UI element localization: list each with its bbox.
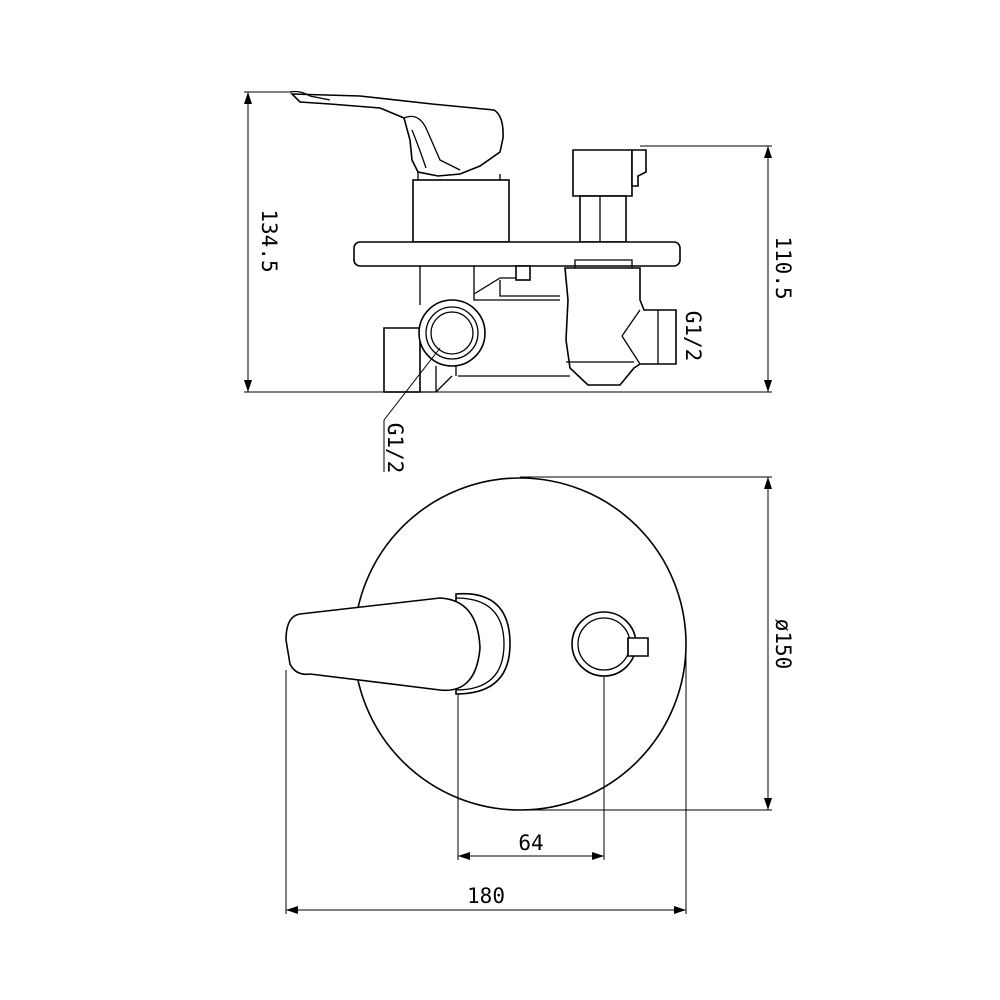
lever-handle-side xyxy=(289,90,504,183)
thread-leader-line xyxy=(383,347,441,421)
overall-width-label: 180 xyxy=(467,884,505,908)
side-outlet-thread-label: G1/2 xyxy=(681,311,705,362)
front-view: ø150 64 180 xyxy=(285,476,795,914)
valve-body-column xyxy=(412,179,510,243)
diverter-cartridge xyxy=(564,259,677,386)
diverter-knob-side xyxy=(572,149,647,243)
overall-height-label: 134.5 xyxy=(257,209,281,272)
escutcheon-plate-side xyxy=(353,241,681,267)
lever-handle-front xyxy=(285,592,511,695)
body-height-label: 110.5 xyxy=(771,236,795,299)
bottom-inlet-thread-label: G1/2 xyxy=(383,423,407,474)
dimension-plate-diameter xyxy=(520,476,772,811)
handle-spacing-label: 64 xyxy=(518,831,543,855)
plate-diameter-label: ø150 xyxy=(771,619,795,670)
dimension-overall-height xyxy=(244,91,384,393)
dimension-handle-spacing xyxy=(457,676,605,860)
side-view: 134.5 110.5 G1/2 G1/2 xyxy=(244,90,795,474)
diverter-knob-front xyxy=(571,611,649,677)
dimension-overall-width xyxy=(285,644,687,914)
rear-body xyxy=(383,265,570,393)
inlet-fitting xyxy=(418,299,486,367)
dimension-body-height xyxy=(436,145,772,393)
